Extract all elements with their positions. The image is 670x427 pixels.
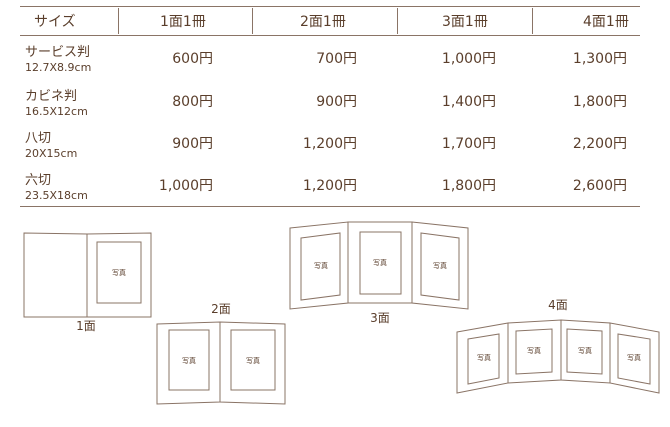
table-bottom-rule	[20, 206, 640, 207]
table-header-rule	[20, 35, 640, 36]
price-cell: 1,000円	[158, 178, 213, 194]
size-dimensions: 20X15cm	[25, 147, 78, 160]
header-2-panel: 2面1冊	[300, 14, 346, 30]
header-divider	[118, 8, 119, 34]
header-4-panel: 4面1冊	[583, 14, 629, 30]
header-1-panel: 1面1冊	[160, 14, 206, 30]
price-cell: 600円	[172, 51, 213, 67]
table-top-rule	[20, 6, 640, 7]
photo-label: 写真	[182, 356, 196, 365]
size-name: カビネ判	[25, 89, 78, 104]
price-cell: 1,800円	[572, 94, 627, 110]
header-divider	[397, 8, 398, 34]
photo-label: 写真	[477, 353, 491, 362]
size-dimensions: 23.5X18cm	[25, 189, 88, 202]
price-cell: 900円	[172, 136, 213, 152]
photo-label: 写真	[373, 258, 387, 267]
four-panel-figure	[456, 319, 660, 394]
table-row: サービス判 12.7X8.9cm	[25, 45, 91, 75]
size-name: サービス判	[25, 45, 91, 60]
header-size: サイズ	[34, 14, 76, 30]
price-cell: 1,400円	[441, 94, 496, 110]
three-panel-figure	[289, 221, 469, 310]
price-cell: 900円	[316, 94, 357, 110]
size-dimensions: 12.7X8.9cm	[25, 61, 92, 74]
four-panel-label: 4面	[548, 298, 568, 312]
price-cell: 800円	[172, 94, 213, 110]
size-dimensions: 16.5X12cm	[25, 105, 88, 118]
price-cell: 2,600円	[572, 178, 627, 194]
header-divider	[252, 8, 253, 34]
photo-label: 写真	[112, 268, 126, 277]
photo-label: 写真	[527, 346, 541, 355]
photo-label: 写真	[246, 356, 260, 365]
size-name: 八切	[25, 131, 52, 146]
header-divider	[532, 8, 533, 34]
price-cell: 1,000円	[441, 51, 496, 67]
two-panel-figure	[156, 321, 286, 405]
size-name: 六切	[25, 173, 52, 188]
price-cell: 1,200円	[302, 178, 357, 194]
photo-label: 写真	[314, 261, 328, 270]
photo-label: 写真	[433, 261, 447, 270]
table-row: 八切 20X15cm	[25, 131, 77, 161]
price-cell: 1,700円	[441, 136, 496, 152]
table-row: 六切 23.5X18cm	[25, 173, 88, 203]
photo-label: 写真	[627, 353, 641, 362]
three-panel-label: 3面	[370, 311, 390, 325]
table-row: カビネ判 16.5X12cm	[25, 89, 88, 119]
one-panel-label: 1面	[76, 319, 96, 333]
price-cell: 1,300円	[572, 51, 627, 67]
price-cell: 1,800円	[441, 178, 496, 194]
header-3-panel: 3面1冊	[442, 14, 488, 30]
price-cell: 700円	[316, 51, 357, 67]
price-cell: 2,200円	[572, 136, 627, 152]
photo-label: 写真	[578, 346, 592, 355]
two-panel-label: 2面	[211, 302, 231, 316]
price-cell: 1,200円	[302, 136, 357, 152]
one-panel-figure	[23, 232, 152, 318]
